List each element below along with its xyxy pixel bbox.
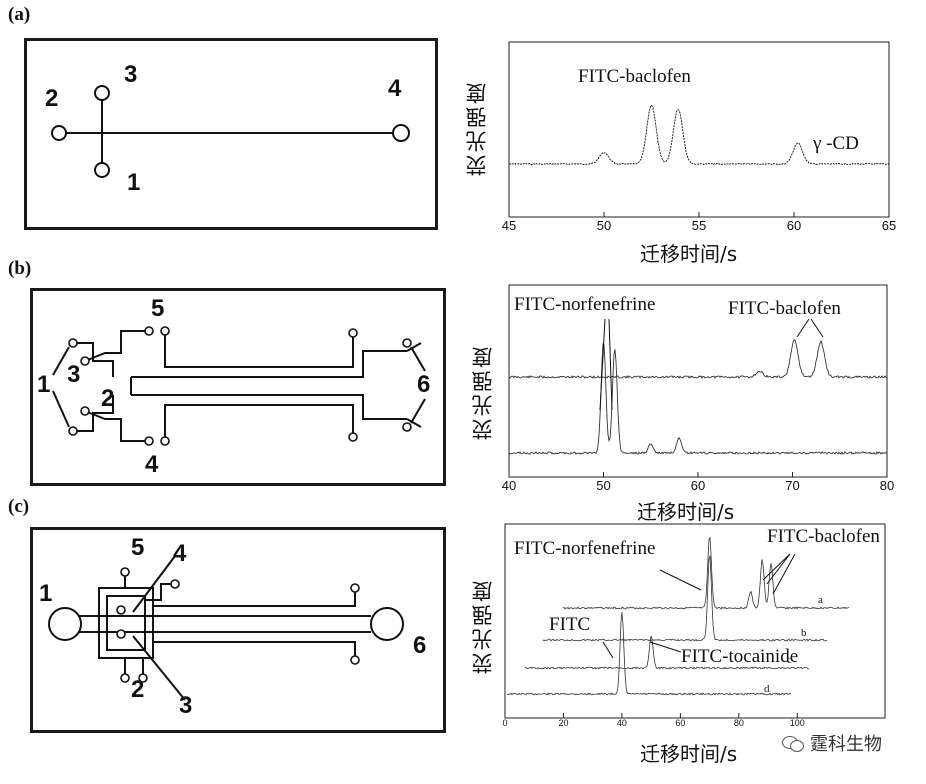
chip-diagram-c: 1 5 4 2 3 6 (30, 527, 446, 733)
chart-c-trace-b (542, 555, 828, 642)
x-tick-label: 60 (675, 718, 686, 728)
chart-a-trace (508, 104, 890, 166)
port-label-4-c: 4 (173, 540, 187, 567)
chart-a-xtick-labels: 45 50 55 60 65 (502, 218, 896, 234)
chart-c-xlabel: 迁移时间/s (640, 742, 738, 766)
chip-channels-a (51, 85, 410, 178)
watermark-text: 霆科生物 (810, 734, 882, 755)
x-tick-label: 60 (690, 478, 706, 493)
port-label-1: 1 (127, 169, 141, 196)
chart-c-annotation-fitc: FITC (549, 614, 591, 635)
chip-channels-b (52, 326, 426, 446)
chart-c-trace-c (524, 635, 810, 670)
x-tick-label: 80 (879, 478, 895, 493)
x-tick-label: 50 (596, 478, 611, 493)
chart-b-trace-upper (508, 339, 888, 380)
chart-c-annotation-norfenefrine: FITC-norfenefrine (514, 538, 656, 559)
x-tick-label: 70 (785, 478, 800, 493)
port-label-4: 4 (388, 75, 402, 102)
chart-a (508, 41, 890, 218)
port-label-1-b: 1 (37, 371, 51, 398)
chart-c-series-label-c: c (787, 654, 792, 666)
chart-b-trace-lower (508, 343, 888, 455)
x-tick-label: 100 (789, 718, 805, 728)
x-tick-label: 45 (501, 218, 517, 233)
chart-c-trace-d (506, 612, 791, 696)
chart-c-series-label-b: b (801, 627, 807, 639)
port-2 (51, 125, 67, 141)
chart-c-arrows (602, 553, 796, 659)
port-label-3-b: 3 (67, 361, 81, 388)
x-tick-label: 20 (558, 718, 569, 728)
x-tick-label: 60 (786, 218, 802, 233)
panel-label-a: (a) (8, 4, 31, 25)
port-label-6-c: 6 (413, 632, 427, 659)
chart-b (508, 284, 888, 478)
chart-c-annotation-baclofen: FITC-baclofen (767, 526, 880, 547)
chart-c-xtick-labels: 0 20 40 60 80 100 (502, 718, 885, 730)
port-label-2-c: 2 (131, 676, 145, 703)
chip-channels-c (48, 555, 404, 701)
chart-a-ticks (508, 212, 890, 217)
chart-a-xlabel: 迁移时间/s (640, 242, 738, 266)
port-label-3: 3 (124, 61, 138, 88)
chart-b-xtick-labels: 40 50 60 70 80 (502, 478, 894, 494)
chart-c-ylabel: 荧光强度 (471, 578, 495, 674)
chart-c-annotation-tocainide: FITC-tocainide (681, 646, 799, 667)
panel-label-b: (b) (8, 258, 32, 279)
chart-c (504, 523, 886, 719)
chart-a-ylabel: 荧光强度 (465, 80, 489, 176)
wechat-icon (782, 734, 804, 752)
port-label-5-b: 5 (151, 295, 165, 322)
port-label-3-c: 3 (179, 692, 193, 719)
port-label-6-b: 6 (417, 371, 431, 398)
x-tick-label: 80 (733, 718, 744, 728)
port-3 (94, 85, 110, 101)
panel-label-c: (c) (8, 496, 30, 517)
chart-b-ticks (508, 472, 888, 477)
chart-c-series-label-a: a (818, 594, 823, 606)
chart-b-arrows (599, 318, 824, 411)
chart-b-ylabel: 荧光强度 (471, 344, 495, 440)
x-tick-label: 40 (501, 478, 517, 493)
watermark: 霆科生物 (782, 730, 882, 756)
x-tick-label: 50 (596, 218, 612, 233)
port-label-5-c: 5 (131, 534, 145, 561)
chart-c-series-label-d: d (764, 683, 770, 695)
x-tick-label: 55 (691, 218, 707, 233)
x-tick-label: 65 (881, 218, 897, 233)
chart-a-annotation-gamma-cd: γ -CD (813, 133, 859, 154)
chart-b-xlabel: 迁移时间/s (637, 500, 735, 524)
chart-c-ticks (504, 713, 798, 718)
chip-diagram-b: 1 3 2 5 4 6 (30, 288, 446, 486)
chart-a-annotation-baclofen: FITC-baclofen (578, 66, 691, 87)
port-label-1-c: 1 (39, 580, 53, 607)
chart-c-trace-a (562, 536, 850, 610)
chip-diagram-a: 2 3 1 4 (24, 38, 438, 230)
port-4 (392, 124, 410, 142)
chart-b-annotation-baclofen: FITC-baclofen (728, 298, 841, 319)
x-tick-label: 0 (502, 718, 508, 728)
port-label-2: 2 (45, 85, 59, 112)
port-label-4-b: 4 (145, 451, 159, 478)
port-1 (94, 162, 110, 178)
x-tick-label: 40 (616, 718, 627, 728)
chart-b-annotation-norfenefrine: FITC-norfenefrine (514, 294, 656, 315)
port-label-2-b: 2 (101, 385, 115, 412)
